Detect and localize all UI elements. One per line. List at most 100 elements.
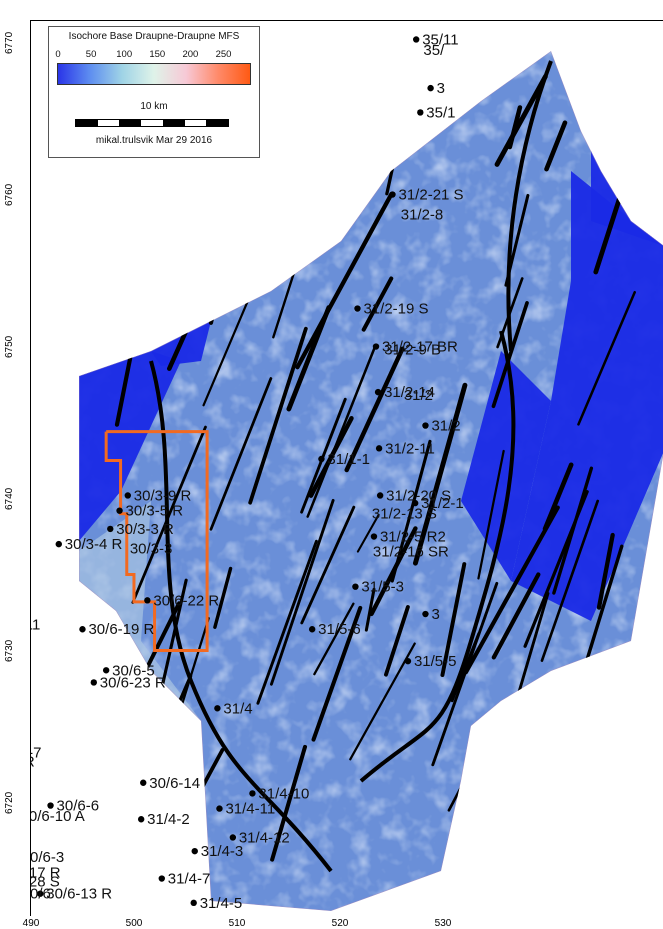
well-label: 31/5-6: [318, 621, 361, 638]
well-label: 35/1: [426, 104, 455, 121]
well-marker[interactable]: [158, 875, 165, 882]
well-marker[interactable]: [216, 805, 223, 812]
well-marker[interactable]: [422, 422, 429, 429]
x-tick-label: 510: [228, 918, 246, 929]
well-label: 6-28 S: [31, 874, 60, 891]
well-label: 31/1-1: [327, 451, 370, 468]
well-label: 30/6-3: [31, 849, 64, 866]
well-marker[interactable]: [102, 667, 110, 674]
well-label: 30/3-3 R: [116, 521, 174, 538]
well-label: 0/6-10 A: [31, 808, 85, 825]
y-tick-label: 6730: [4, 639, 15, 662]
well-marker[interactable]: [116, 507, 123, 514]
well-label: 3: [437, 80, 445, 97]
well-label: 5-11: [31, 617, 40, 634]
well-marker[interactable]: [137, 816, 145, 823]
legend-colorbar: [57, 63, 251, 85]
well-label: 30/6-19 R: [88, 621, 154, 638]
x-tick-label: 530: [434, 918, 452, 929]
well-marker[interactable]: [376, 492, 384, 499]
well-label: 30/6-5: [112, 662, 155, 679]
well-label: 31/2-9 B: [384, 342, 441, 359]
well-label: 31/2-14: [384, 384, 435, 401]
well-marker[interactable]: [249, 790, 256, 797]
well-label: 6-17 R: [31, 864, 61, 881]
well-label: 3: [431, 606, 439, 623]
well-label: 0 R: [31, 753, 35, 770]
y-tick-label: 6760: [4, 183, 15, 206]
well-label: 31/4-10: [258, 785, 309, 802]
legend-tick: 0: [55, 49, 61, 60]
well-label: 30/6-14: [149, 775, 200, 792]
well-marker[interactable]: [55, 540, 62, 548]
well-marker[interactable]: [107, 525, 114, 533]
well-label: 30-7: [31, 744, 41, 761]
well-marker[interactable]: [412, 36, 420, 43]
x-tick-label: 520: [331, 918, 349, 929]
well-marker[interactable]: [375, 445, 383, 452]
well-marker[interactable]: [427, 84, 434, 92]
well-marker[interactable]: [352, 583, 359, 590]
well-marker[interactable]: [37, 890, 44, 897]
well-marker[interactable]: [47, 802, 54, 809]
y-tick-label: 6740: [4, 487, 15, 510]
well-label: 31/4-5: [200, 895, 243, 912]
well-label: 31/4-12: [239, 829, 290, 846]
well-marker[interactable]: [404, 657, 412, 665]
well-marker[interactable]: [354, 305, 361, 312]
well-label: 31/2: [404, 387, 433, 404]
well-marker[interactable]: [190, 899, 197, 907]
well-label: 35/: [423, 42, 445, 59]
well-marker[interactable]: [229, 834, 237, 841]
well-marker[interactable]: [191, 847, 198, 855]
well-marker[interactable]: [318, 455, 325, 463]
legend-tick: 150: [149, 49, 166, 60]
well-marker[interactable]: [214, 705, 221, 712]
well-marker[interactable]: [411, 499, 419, 507]
well-label: 30/6-13 R: [46, 886, 112, 903]
well-marker[interactable]: [144, 597, 151, 604]
well-label: 31/5-3: [361, 579, 404, 596]
well-marker[interactable]: [308, 626, 316, 633]
well-label: 35/11: [422, 31, 458, 48]
well-label: 30/6: [31, 886, 51, 903]
well-label: 31/2-5 R2: [380, 529, 446, 546]
well-label: 31/2-17 BR: [382, 339, 458, 356]
well-label: 31/4-7: [168, 871, 211, 888]
study-area-outline: [104, 430, 209, 653]
legend-tick: 200: [182, 49, 199, 60]
well-label: 31/2-21 S: [399, 187, 464, 204]
well-label: 30/3-9 R: [134, 487, 192, 504]
legend-credit: mikal.trulsvik Mar 29 2016: [95, 135, 213, 146]
scale-bar: [75, 119, 229, 127]
well-marker[interactable]: [417, 109, 424, 116]
well-label: 30/3-3: [130, 541, 173, 558]
well-marker[interactable]: [90, 679, 97, 686]
well-marker[interactable]: [140, 779, 147, 786]
well-marker[interactable]: [374, 388, 382, 396]
well-marker[interactable]: [370, 533, 378, 540]
well-label: 30/6-6: [57, 798, 100, 815]
well-label: 30/3-5 R: [126, 503, 184, 520]
well-label: 30/6-22 R: [153, 592, 219, 609]
well-marker[interactable]: [422, 610, 429, 618]
well-marker[interactable]: [124, 492, 131, 499]
legend-tick: 100: [116, 49, 133, 60]
well-label: 31/4-3: [201, 843, 244, 860]
legend-tick: 250: [215, 49, 232, 60]
well-label: 31/2-20 S: [386, 487, 451, 504]
well-marker[interactable]: [389, 191, 396, 198]
legend-title: Isochore Base Draupne-Draupne MFS: [68, 31, 240, 42]
well-label: 31/2-16 SR: [373, 544, 449, 561]
x-tick-label: 490: [22, 918, 40, 929]
well-label: 30/6-23 R: [100, 674, 166, 691]
y-tick-label: 6750: [4, 335, 15, 358]
well-marker[interactable]: [79, 626, 86, 633]
y-tick-label: 6770: [4, 31, 15, 54]
well-label: 31/2-19 S: [363, 301, 428, 318]
well-marker[interactable]: [372, 343, 380, 350]
well-label: 31/4: [223, 700, 252, 717]
